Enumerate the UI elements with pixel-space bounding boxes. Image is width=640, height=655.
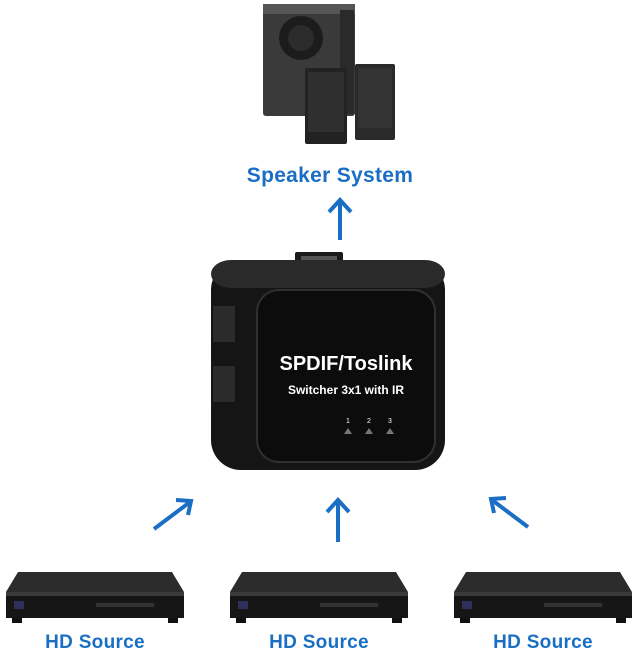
speaker-system-label: Speaker System [246,164,414,187]
arrow-up-icon [327,197,353,240]
arrow-up-icon [325,497,351,542]
led-label-1: 1 [346,418,350,425]
led-3 [386,428,394,434]
arrow-up-right-icon [152,498,194,531]
blu-ray-player-icon [230,572,408,623]
device-title: SPDIF/Toslink [280,353,414,375]
source-label-1: HD Source [45,632,145,653]
device-subtitle: Switcher 3x1 with IR [288,383,404,397]
led-label-3: 3 [388,418,392,425]
arrow-up-left-icon [488,496,530,529]
led-2 [365,428,373,434]
source-label-3: HD Source [493,632,593,653]
led-label-2: 2 [367,418,371,425]
switcher-device: SPDIF/Toslink Switcher 3x1 with IR 1 2 3 [211,252,445,470]
led-1 [344,428,352,434]
source-label-2: HD Source [269,632,369,653]
speaker-system-icon [263,4,395,144]
blu-ray-player-icon [6,572,184,623]
blu-ray-player-icon [454,572,632,623]
